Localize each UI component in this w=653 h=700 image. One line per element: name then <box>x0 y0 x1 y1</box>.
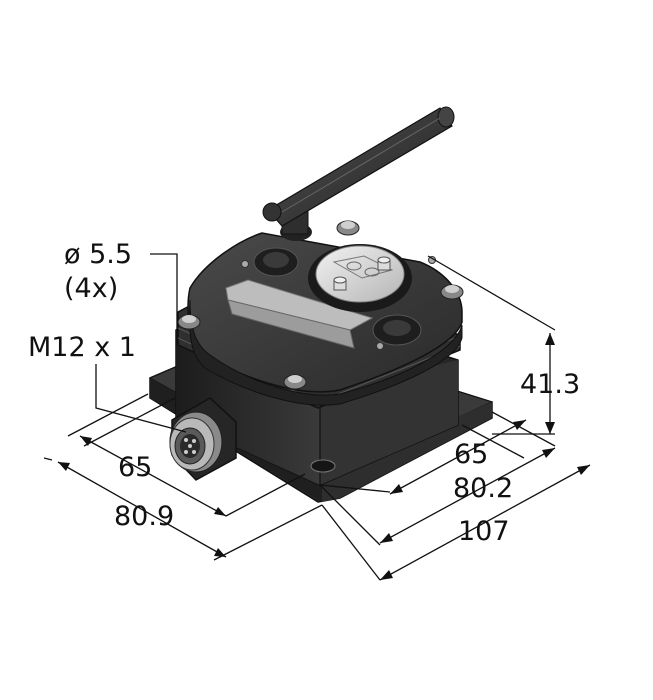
connector-thread-label: M12 x 1 <box>28 332 136 363</box>
label-plate <box>225 279 374 331</box>
left-inner-width-label: 65 <box>118 452 152 483</box>
device-illustration <box>148 106 494 503</box>
hole-count-label: (4x) <box>64 273 118 304</box>
m12-connector <box>169 397 237 481</box>
lid-boss-rear <box>253 247 299 277</box>
height-dimension-label: 41.3 <box>520 369 580 400</box>
antenna <box>262 106 455 241</box>
screw-icon <box>376 342 384 350</box>
corner-screw-right <box>440 284 464 300</box>
corner-screw-rear <box>336 220 360 236</box>
indicator-window <box>308 244 412 312</box>
right-mid-length-label: 80.2 <box>453 473 513 504</box>
right-outer-length-label: 107 <box>458 516 510 547</box>
hole-diameter-label: ø 5.5 <box>64 239 132 270</box>
corner-screw-left <box>177 314 201 330</box>
dimension-lines <box>43 253 591 581</box>
lid-boss-front <box>372 314 422 346</box>
screw-icon <box>241 260 249 268</box>
right-inner-length-label: 65 <box>454 439 488 470</box>
corner-screw-front <box>283 374 307 390</box>
left-outer-width-label: 80.9 <box>114 501 174 532</box>
